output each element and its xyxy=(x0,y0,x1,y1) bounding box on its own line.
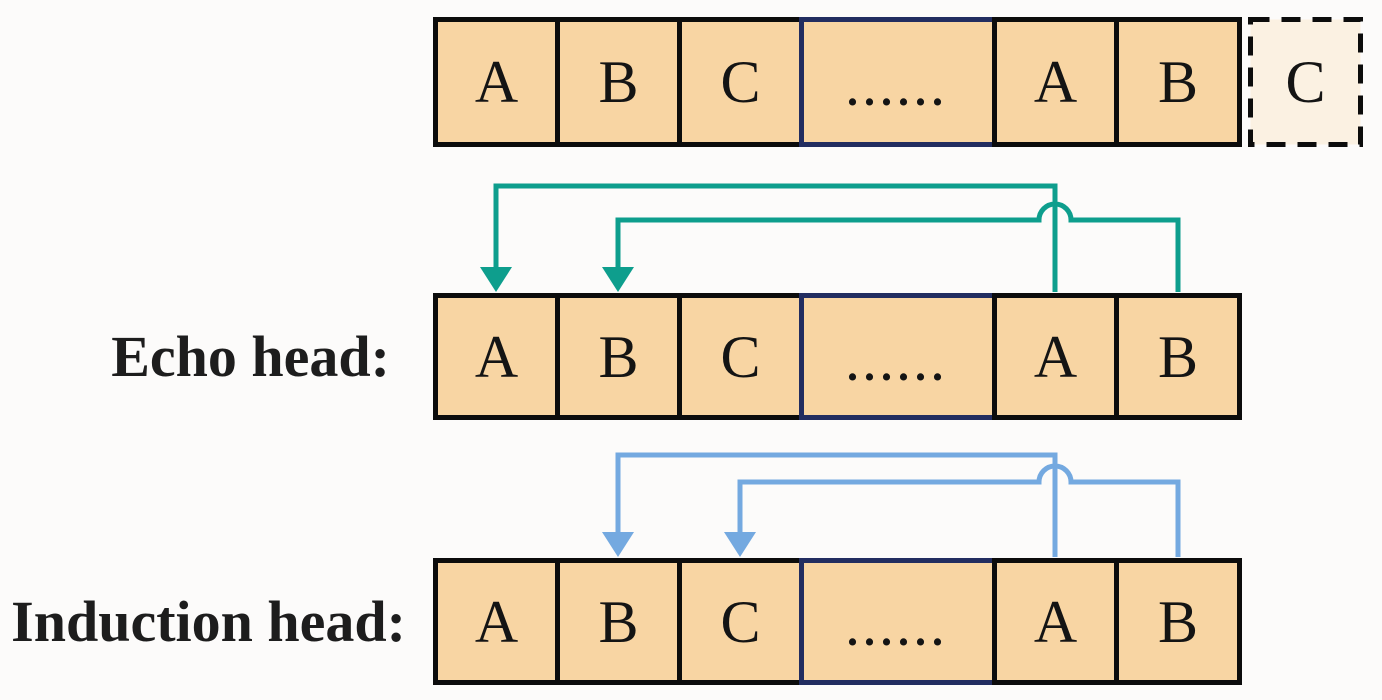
token-cell: B xyxy=(555,558,682,685)
induction-head-label: Induction head: xyxy=(11,589,406,654)
ghost-token-label: C xyxy=(1285,49,1326,115)
token-cell: A xyxy=(433,558,560,685)
ellipsis-text: ...... xyxy=(847,340,949,390)
echo-head-label: Echo head: xyxy=(111,324,390,389)
echo-arrowhead-a xyxy=(480,267,512,292)
induction-arrowhead-b xyxy=(602,532,634,557)
token-cell: A xyxy=(992,558,1119,685)
ellipsis-cell: ...... xyxy=(799,558,997,685)
token-cell: A xyxy=(433,17,560,147)
dashed-border xyxy=(1248,17,1363,147)
induction-arrowhead-c xyxy=(724,532,756,557)
ellipsis-text: ...... xyxy=(847,605,949,655)
induction-arrow-b-to-c xyxy=(737,463,1181,557)
ellipsis-text: ...... xyxy=(847,66,949,115)
token-cell: C xyxy=(677,558,804,685)
token-cell: B xyxy=(555,17,682,147)
token-row-sequence: A B C ...... A B xyxy=(433,17,1242,147)
token-cell: A xyxy=(992,293,1119,420)
induction-arrow-a-to-b xyxy=(615,452,1058,557)
ellipsis-cell: ...... xyxy=(799,17,997,147)
token-cell: B xyxy=(1114,17,1242,147)
ellipsis-cell: ...... xyxy=(799,293,997,420)
token-cell: B xyxy=(555,293,682,420)
token-row-induction: A B C ...... A B xyxy=(433,558,1242,685)
token-row-echo: A B C ...... A B xyxy=(433,293,1242,420)
ghost-next-token-cell: C xyxy=(1248,17,1363,147)
echo-arrow-a-to-a xyxy=(493,183,1058,292)
token-cell: C xyxy=(677,17,804,147)
echo-attention-arrows xyxy=(480,183,1181,292)
token-cell: B xyxy=(1114,558,1242,685)
induction-attention-arrows xyxy=(602,452,1181,557)
token-cell: B xyxy=(1114,293,1242,420)
echo-arrowhead-b xyxy=(602,267,634,292)
token-cell: A xyxy=(433,293,560,420)
echo-arrow-b-to-b xyxy=(615,201,1181,292)
token-cell: A xyxy=(992,17,1119,147)
token-cell: C xyxy=(677,293,804,420)
